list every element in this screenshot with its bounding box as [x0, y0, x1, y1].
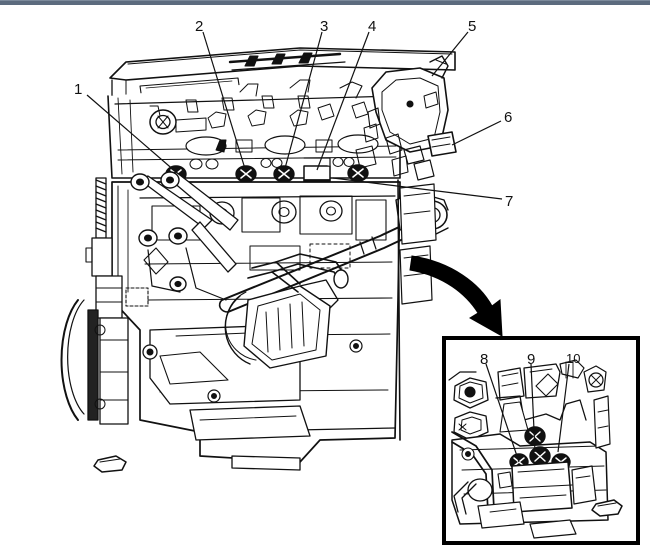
top-accent-bar — [0, 0, 650, 5]
inset-line-art — [448, 359, 623, 539]
top-accent-bar-highlight — [0, 0, 650, 1]
inset-callout-label-10: 10 — [566, 351, 581, 366]
main-callout-leaders — [86, 31, 503, 200]
callout-label-3: 3 — [320, 18, 329, 35]
callout-label-4: 4 — [368, 18, 377, 35]
callout-leader-1 — [86, 94, 177, 173]
callout-leader-4 — [316, 31, 370, 171]
inset-callout-label-9: 9 — [527, 351, 536, 368]
callout-leader-2 — [202, 31, 247, 173]
inset-callout-leader-9 — [530, 363, 536, 453]
callout-leader-3 — [283, 31, 323, 173]
inset-callout-leader-8 — [485, 363, 520, 463]
inset-callout-label-8: 8 — [480, 351, 489, 368]
callout-label-1: 1 — [74, 81, 83, 98]
callout-leader-6 — [451, 120, 502, 146]
inset-callout-leader-10 — [557, 363, 570, 453]
engine-line-art — [60, 47, 457, 473]
callout-label-6: 6 — [504, 109, 513, 126]
callout-label-5: 5 — [468, 18, 477, 35]
callout-label-7: 7 — [505, 193, 514, 210]
callout-leader-7 — [332, 177, 503, 200]
callout-leader-5 — [431, 31, 469, 77]
inset-callout-leaders — [485, 363, 570, 463]
callout-label-2: 2 — [195, 18, 204, 35]
